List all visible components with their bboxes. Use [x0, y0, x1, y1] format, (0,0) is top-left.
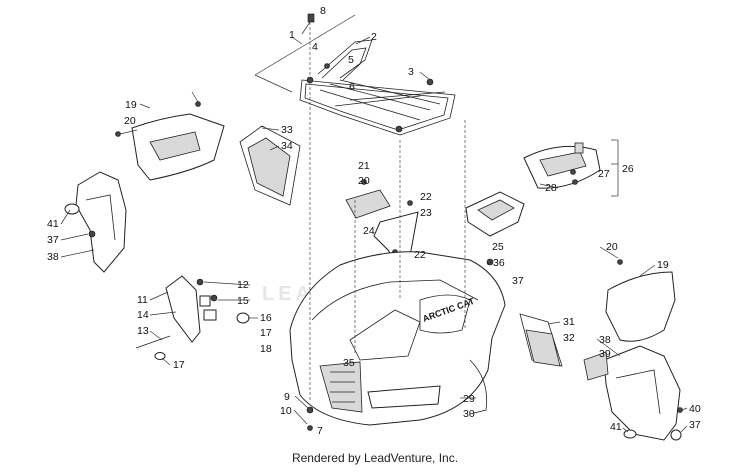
callout: 15: [237, 295, 249, 307]
callout: 27: [598, 168, 610, 180]
callout: 10: [280, 405, 292, 417]
footer-credit: Rendered by LeadVenture, Inc.: [291, 451, 459, 465]
callout: 37: [689, 419, 701, 431]
callout: 9: [284, 391, 290, 403]
callout: 30: [463, 408, 475, 420]
callout: 37: [47, 234, 59, 246]
callout: 38: [599, 334, 611, 346]
callout: 22: [414, 249, 426, 261]
callout: 13: [137, 325, 149, 337]
left-side-panel-upper: [115, 101, 225, 181]
callout-labels: 1 2 3 4 5 6 8 12 15 16 17 18 11 14 13 17…: [47, 5, 701, 437]
callout: 18: [260, 343, 272, 355]
right-fender-liner: [583, 345, 683, 441]
callout: 20: [358, 175, 370, 187]
callout: 17: [260, 327, 272, 339]
callout: 28: [545, 182, 557, 194]
callout: 6: [349, 81, 355, 93]
callout: 4: [312, 41, 318, 53]
right-side-panel-upper: [605, 259, 676, 342]
callout: 3: [408, 66, 414, 78]
callout: 16: [260, 312, 272, 324]
rear-rack: [299, 13, 456, 136]
callout: 7: [317, 425, 323, 437]
callout: 21: [358, 160, 370, 172]
center-bracket-parts: [345, 179, 419, 263]
part-25-cover: [465, 191, 525, 237]
callout: 19: [657, 259, 669, 271]
decal-31-32: [519, 313, 563, 367]
callout: 35: [343, 357, 355, 369]
callout: 36: [493, 257, 505, 269]
front-left-bracket: [135, 275, 250, 360]
decal-33-34: [239, 125, 301, 206]
callout: 24: [363, 225, 375, 237]
callout: 33: [281, 124, 293, 136]
callout: 29: [463, 393, 475, 405]
callout: 17: [173, 359, 185, 371]
callout: 31: [563, 316, 575, 328]
callout: 22: [420, 191, 432, 203]
callout: 2: [371, 31, 377, 43]
callout: 20: [606, 241, 618, 253]
callout: 37: [512, 275, 524, 287]
callout: 41: [610, 421, 622, 433]
callout: 12: [237, 279, 249, 291]
leader-lines: [60, 21, 688, 433]
callout: 26: [622, 163, 634, 175]
callout: 20: [124, 115, 136, 127]
callout: 25: [492, 241, 504, 253]
callout: 39: [599, 348, 611, 360]
front-body-panel: ARCTIC CAT: [289, 251, 506, 426]
callout: 23: [420, 207, 432, 219]
callout: 14: [137, 309, 149, 321]
callout: 41: [47, 218, 59, 230]
callout: 8: [320, 5, 326, 17]
left-fender-liner: [64, 171, 127, 273]
callout: 38: [47, 251, 59, 263]
callout: 5: [348, 54, 354, 66]
callout: 40: [689, 403, 701, 415]
callout: 11: [137, 294, 148, 306]
storage-lid-assembly: [523, 142, 601, 189]
callout: 34: [281, 140, 293, 152]
callout: 1: [289, 29, 295, 41]
callout: 19: [125, 99, 137, 111]
callout: 32: [563, 332, 575, 344]
